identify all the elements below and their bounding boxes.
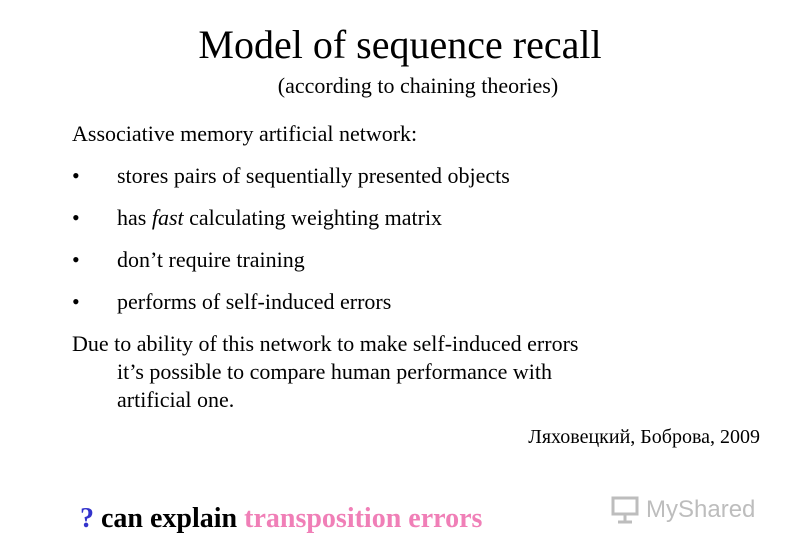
watermark-logo: MyShared <box>610 490 770 530</box>
bullet-text-after: calculating weighting matrix <box>183 205 443 230</box>
bottom-question: ? can explain transposition errors <box>80 502 482 536</box>
bullet-symbol: • <box>72 289 80 314</box>
paragraph-line-2: it’s possible to compare human performan… <box>117 359 552 384</box>
citation: Ляховецкий, Боброва, 2009 <box>528 426 760 448</box>
presentation-board-icon <box>610 495 640 525</box>
bullet-text: has fast calculating weighting matrix <box>117 204 442 232</box>
paragraph-line-3: artificial one. <box>117 387 235 412</box>
bottom-middle-text: can explain <box>94 503 245 534</box>
slide-subtitle: (according to chaining theories) <box>277 73 559 98</box>
bullet-text: don’t require training <box>117 247 305 272</box>
intro-text: Associative memory artificial network: <box>72 121 418 146</box>
bullet-symbol: • <box>72 163 80 188</box>
bullet-symbol: • <box>72 205 80 230</box>
bullet-text: performs of self-induced errors <box>117 289 392 314</box>
paragraph-line-1: Due to ability of this network to make s… <box>72 331 579 356</box>
watermark-text: MyShared <box>646 496 756 523</box>
bullet-text-emphasis: fast <box>151 205 184 230</box>
bullet-symbol: • <box>72 247 80 272</box>
highlight-text: transposition errors <box>244 503 483 534</box>
question-mark: ? <box>80 503 94 534</box>
slide-title: Model of sequence recall <box>198 22 602 67</box>
bullet-text: stores pairs of sequentially presented o… <box>117 163 510 188</box>
conclusion-paragraph: Due to ability of this network to make s… <box>72 330 752 414</box>
bullet-text-before: has <box>117 205 152 230</box>
